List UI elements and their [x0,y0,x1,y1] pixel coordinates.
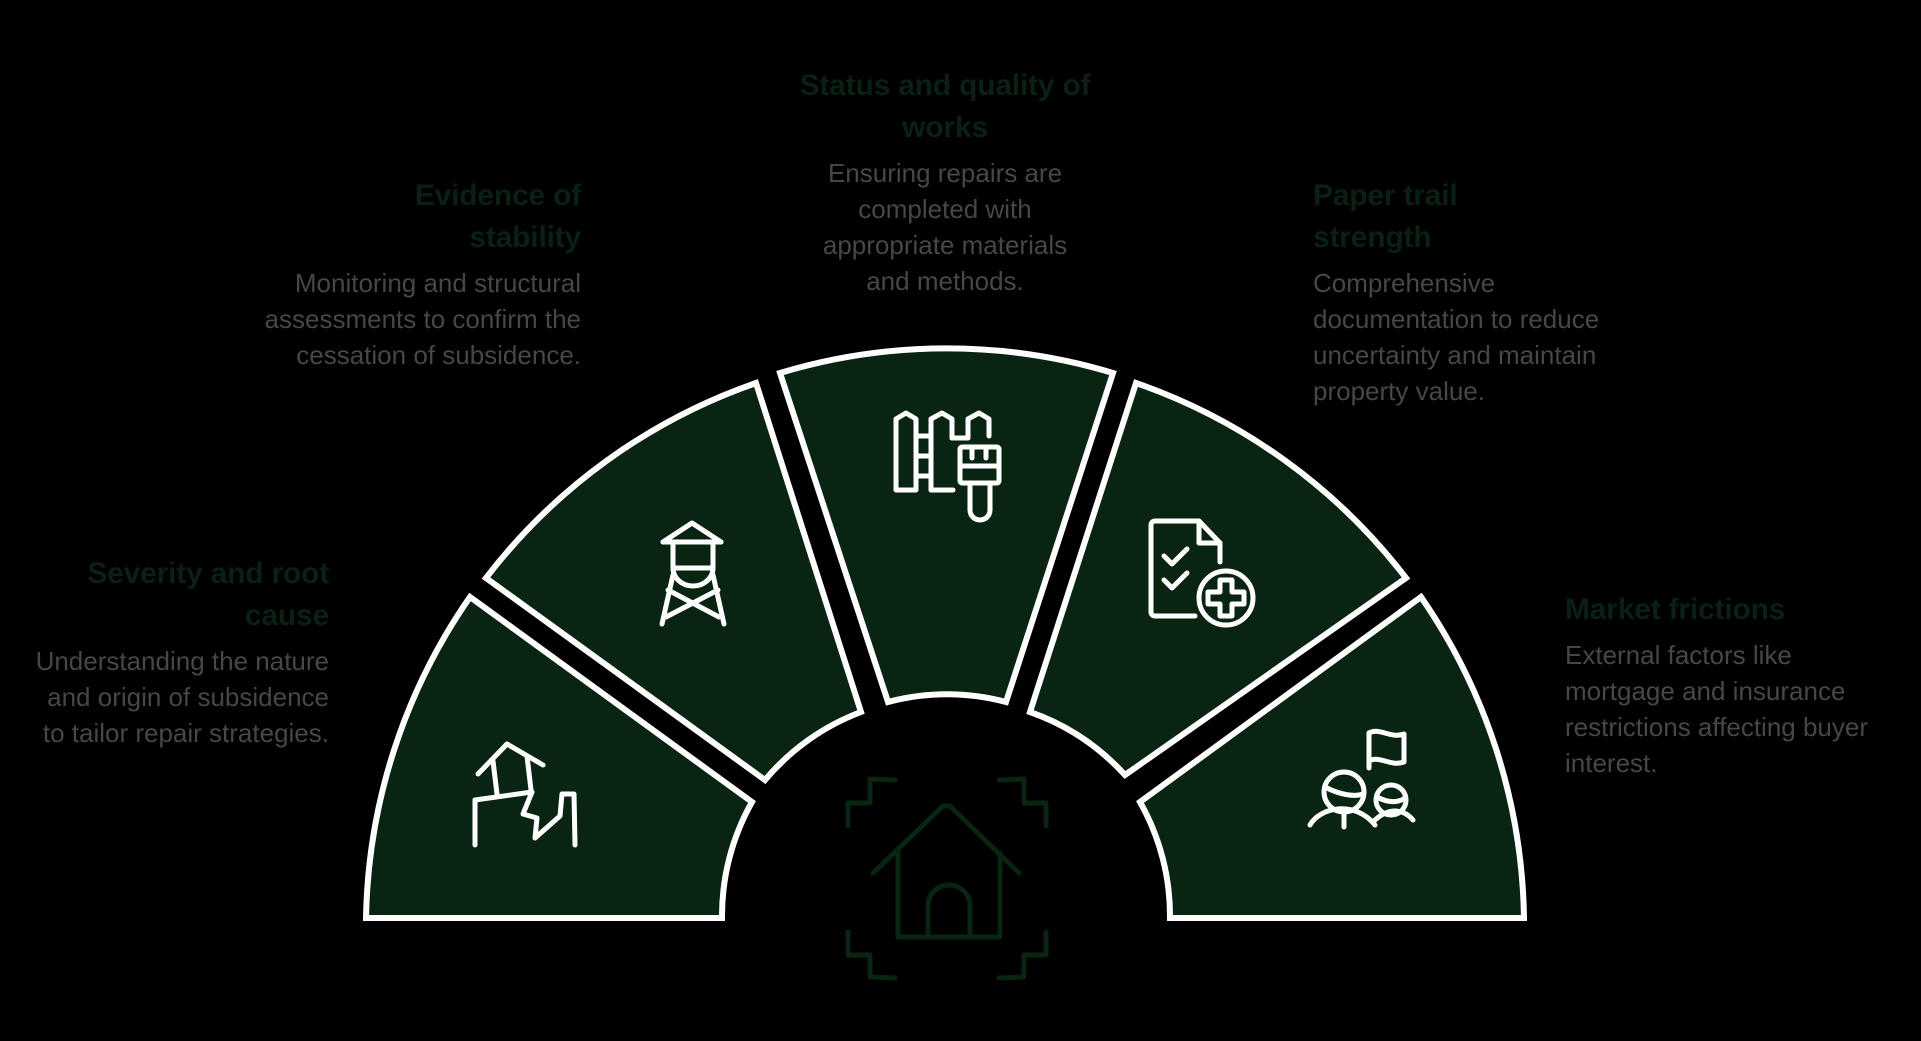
segment-description: Understanding the nature and origin of s… [35,646,329,748]
house-icon [845,776,1049,981]
water-tower-icon [659,520,727,627]
segment-title: Severity and root cause [87,557,329,632]
segment-description: Ensuring repairs are completed with appr… [822,158,1068,296]
label-severity: Severity and root cause Understanding th… [30,553,330,751]
bracket-top-left [845,776,898,829]
label-works: Status and quality of works Ensuring rep… [780,65,1110,299]
people-flag-icon [1307,728,1416,830]
segment-works [776,345,1117,706]
segment-title: Market frictions [1565,593,1786,626]
segment-title: Status and quality of works [799,69,1091,144]
bracket-bottom-right [996,929,1049,981]
segment-description: Comprehensive documentation to reduce un… [1313,268,1600,406]
label-market: Market frictions External factors like m… [1565,589,1895,781]
segment-description: External factors like mortgage and insur… [1565,640,1868,778]
label-stability: Evidence of stability Monitoring and str… [255,175,582,373]
segment-severity [362,592,756,921]
house-crack-icon [472,741,578,848]
segment-description: Monitoring and structural assessments to… [264,268,581,370]
document-checklist-plus-icon [1148,518,1256,628]
bracket-bottom-left [845,929,898,981]
segment-title: Paper trail strength [1313,179,1458,254]
fence-paintbrush-icon [893,410,1002,523]
segment-market [1136,592,1528,921]
segment-title: Evidence of stability [414,179,581,254]
bracket-top-right [996,776,1049,829]
label-paper-trail: Paper trail strength Comprehensive docum… [1313,175,1663,409]
